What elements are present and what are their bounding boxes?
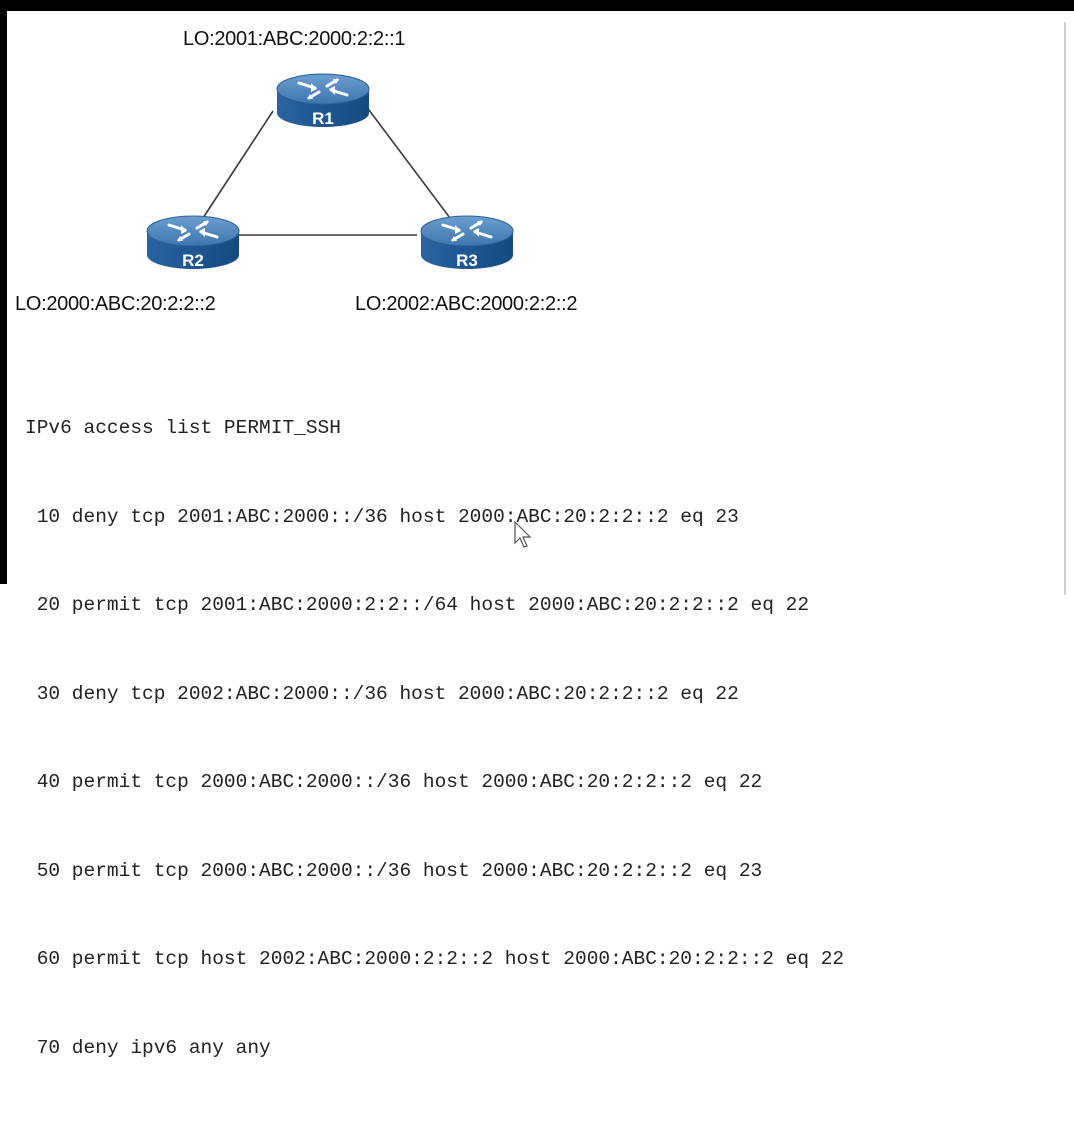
- router-icon: [276, 73, 370, 127]
- acl-listing: IPv6 access list PERMIT_SSH 10 deny tcp …: [25, 355, 844, 1122]
- loopback-label-r3: LO:2002:ABC:2000:2:2::2: [355, 293, 578, 315]
- router-r1: R1: [276, 73, 370, 128]
- frame-divider: [1064, 22, 1066, 595]
- topology-diagram: R1 R2: [146, 73, 514, 270]
- router-icon: [146, 215, 240, 269]
- router-icon: [420, 215, 514, 269]
- loopback-label-r1: LO:2001:ABC:2000:2:2::1: [183, 28, 406, 50]
- acl-entry: 10 deny tcp 2001:ABC:2000::/36 host 2000…: [25, 505, 739, 528]
- acl-entry: 30 deny tcp 2002:ABC:2000::/36 host 2000…: [25, 682, 739, 705]
- acl-entry: 50 permit tcp 2000:ABC:2000::/36 host 20…: [25, 859, 763, 882]
- link-r1-r3: [365, 105, 451, 219]
- router-r2: R2: [146, 215, 240, 270]
- router-r3: R3: [420, 215, 514, 270]
- link-r1-r2: [202, 110, 274, 219]
- acl-header: IPv6 access list PERMIT_SSH: [25, 417, 341, 439]
- router-label-r1: R1: [312, 109, 334, 128]
- mouse-cursor-icon: [514, 521, 532, 548]
- router-label-r3: R3: [456, 251, 478, 270]
- diagram-frame: R1 R2: [0, 0, 1074, 1059]
- acl-entry: 40 permit tcp 2000:ABC:2000::/36 host 20…: [25, 771, 763, 793]
- loopback-label-r2: LO:2000:ABC:20:2:2::2: [15, 293, 216, 315]
- acl-entry: 20 permit tcp 2001:ABC:2000:2:2::/64 hos…: [25, 594, 810, 616]
- router-label-r2: R2: [182, 251, 204, 270]
- acl-entry: 60 permit tcp host 2002:ABC:2000:2:2::2 …: [25, 948, 845, 970]
- acl-entry: 70 deny ipv6 any any: [25, 1036, 271, 1059]
